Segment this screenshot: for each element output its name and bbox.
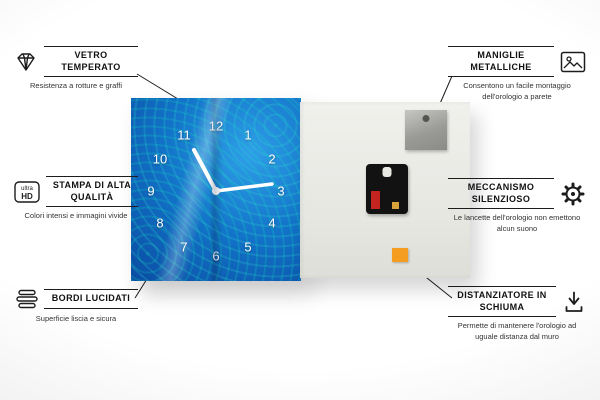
callout-title: BORDI LUCIDATI <box>44 289 138 309</box>
spacer-arrow-down-icon <box>562 290 586 314</box>
hanger-hole <box>422 115 430 122</box>
clock-number: 7 <box>180 239 188 255</box>
clock-number: 4 <box>268 215 276 231</box>
clock-hands <box>192 148 274 195</box>
callout-title: MECCANISMO SILENZIOSO <box>448 178 554 210</box>
wall-hanger-plate <box>405 110 447 150</box>
clock-number: 12 <box>208 118 224 134</box>
clock-back-view <box>300 102 470 278</box>
clock-number: 6 <box>212 248 220 264</box>
diamond-icon <box>14 51 38 73</box>
clock-mechanism <box>366 164 408 214</box>
callout-subtitle: Le lancette dell'orologio non emettono a… <box>453 213 581 233</box>
callout-title: STAMPA DI ALTA QUALITÀ <box>46 176 138 208</box>
callout-subtitle: Permette di mantenere l'orologio ad ugua… <box>457 321 577 341</box>
svg-text:ultra: ultra <box>21 186 33 192</box>
ultra-hd-icon: ultra HD <box>14 180 40 203</box>
foam-spacer <box>392 248 408 262</box>
callout-maniglie-metalliche: MANIGLIE METALLICHE Consentono un facile… <box>448 46 586 102</box>
battery-contact <box>392 202 399 209</box>
callout-subtitle: Consentono un facile montaggio dell'orol… <box>463 81 571 101</box>
callout-meccanismo-silenzioso: MECCANISMO SILENZIOSO <box>448 178 586 234</box>
clock-front-view: 1 2 3 4 5 6 7 8 9 10 11 12 <box>131 98 301 281</box>
callout-title: VETRO TEMPERATO <box>44 46 138 78</box>
picture-frame-icon <box>560 51 586 73</box>
layers-icon <box>14 288 38 310</box>
clock-number: 8 <box>156 215 164 231</box>
callout-stampa-alta-qualita: ultra HD STAMPA DI ALTA QUALITÀ Colori i… <box>14 176 138 222</box>
callout-vetro-temperato: VETRO TEMPERATO Resistenza a rotture e g… <box>14 46 138 92</box>
callout-distanziatore-in-schiuma: DISTANZIATORE IN SCHIUMA Permette di man… <box>448 286 586 342</box>
svg-text:HD: HD <box>21 192 33 201</box>
battery <box>371 191 380 209</box>
clock-number: 2 <box>268 151 276 167</box>
callout-subtitle: Superficie liscia e sicura <box>35 314 117 323</box>
clock-number: 3 <box>277 183 285 199</box>
callout-bordi-lucidati: BORDI LUCIDATI Superficie liscia e sicur… <box>14 288 138 324</box>
clock-number: 1 <box>244 127 252 143</box>
callout-subtitle: Resistenza a rotture e graffi <box>30 81 122 91</box>
clock-number: 9 <box>147 183 155 199</box>
clock-number: 11 <box>177 127 191 143</box>
callout-title: DISTANZIATORE IN SCHIUMA <box>448 286 556 318</box>
callout-subtitle: Colori intensi e immagini vivide <box>24 211 128 221</box>
mechanism-hanger-hole <box>382 167 392 177</box>
clock-number: 5 <box>244 239 252 255</box>
callout-title: MANIGLIE METALLICHE <box>448 46 554 78</box>
clock-number: 10 <box>152 151 168 167</box>
gear-icon <box>560 181 586 207</box>
